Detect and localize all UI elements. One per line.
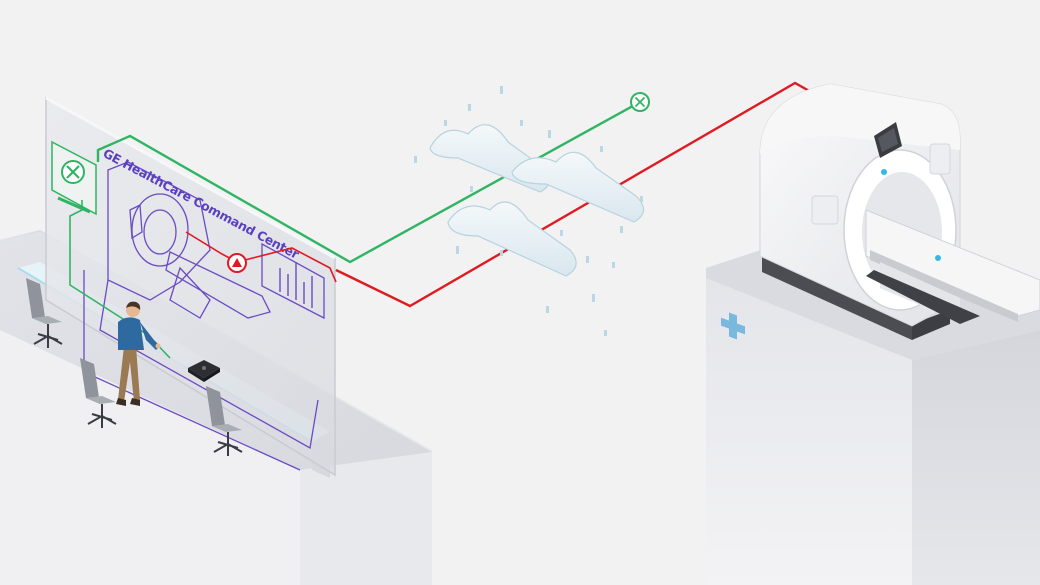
- network-connector-box: [874, 122, 902, 158]
- office-chair: [206, 386, 243, 456]
- screen-chart-panel: [261, 242, 325, 320]
- ct-scanner: [759, 83, 1040, 340]
- patient-table: [865, 209, 1040, 324]
- data-particles: [414, 86, 643, 336]
- cloud-network: [414, 86, 645, 336]
- office-chair: [80, 358, 117, 428]
- screen-status-panel: [51, 140, 97, 216]
- scanner-side-panels: [811, 143, 951, 225]
- alert-triangle-icon: [227, 253, 247, 273]
- operator-person: [116, 301, 161, 406]
- desk-phone: [188, 360, 220, 382]
- cloud-shape: [429, 124, 645, 277]
- remote-service-icon: [630, 92, 650, 112]
- scanner-room-platform: [706, 224, 1040, 585]
- office-chair: [26, 278, 63, 348]
- bar-chart-icon: [279, 262, 313, 308]
- medical-cross-icon: [721, 312, 745, 340]
- wrench-screwdriver-icon: [61, 160, 85, 184]
